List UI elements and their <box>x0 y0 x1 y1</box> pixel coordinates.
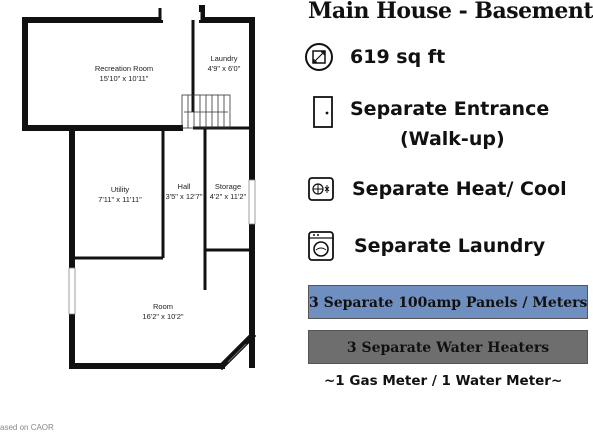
room-label-hall: Hall 3'5" x 12'7" <box>164 182 204 202</box>
room-dims: 7'11" x 11'11" <box>98 195 142 204</box>
room-dims: 15'10" x 10'11" <box>99 74 149 83</box>
room-name: Storage <box>214 182 242 191</box>
stairs <box>181 94 231 129</box>
feature-laundry: Separate Laundry <box>296 230 576 264</box>
heat-cool-icon <box>306 174 336 209</box>
feature-entrance-text: Separate Entrance <box>350 98 550 120</box>
page-title: Main House - Basement <box>308 0 593 24</box>
room-dims: 16'2" x 10'2" <box>142 312 184 321</box>
room-label-room: Room 16'2" x 10'2" <box>120 302 206 322</box>
band-panels: 3 Separate 100amp Panels / Meters <box>308 285 588 319</box>
room-name: Laundry <box>210 54 238 63</box>
washing-machine-icon <box>306 230 336 267</box>
room-dims: 4'9" x 6'0" <box>207 64 241 73</box>
room-label-utility: Utility 7'11" x 11'11" <box>82 185 158 205</box>
room-label-storage: Storage 4'2" x 11'2" <box>206 182 250 202</box>
room-label-laundry: Laundry 4'9" x 6'0" <box>198 54 250 74</box>
band-water-heaters: 3 Separate Water Heaters <box>308 330 588 364</box>
room-name: Utility <box>110 185 130 194</box>
floor-plan-walls <box>22 5 257 371</box>
door-icon <box>312 96 334 133</box>
room-dims: 4'2" x 11'2" <box>209 192 247 201</box>
feature-entrance-subtext: (Walk-up) <box>400 128 505 150</box>
source-caption: ased on CAOR <box>0 423 54 432</box>
features-panel: Main House - Basement 619 sq ft Separate… <box>296 0 593 432</box>
room-name: Hall <box>177 182 191 191</box>
floor-plan: Recreation Room 15'10" x 10'11" Laundry … <box>0 0 290 432</box>
feature-heat-cool-text: Separate Heat/ Cool <box>352 178 567 200</box>
feature-area: 619 sq ft <box>296 42 576 74</box>
room-dims: 3'5" x 12'7" <box>165 192 203 201</box>
room-name: Recreation Room <box>94 64 154 73</box>
floor-area-icon <box>304 42 334 77</box>
room-name: Room <box>152 302 173 311</box>
feature-entrance: Separate Entrance (Walk-up) <box>296 94 576 156</box>
room-label-recreation: Recreation Room 15'10" x 10'11" <box>78 64 170 84</box>
footer-meters: ~1 Gas Meter / 1 Water Meter~ <box>324 373 563 389</box>
feature-heat-cool: Separate Heat/ Cool <box>296 174 576 206</box>
feature-area-text: 619 sq ft <box>350 46 446 68</box>
feature-laundry-text: Separate Laundry <box>354 235 546 257</box>
